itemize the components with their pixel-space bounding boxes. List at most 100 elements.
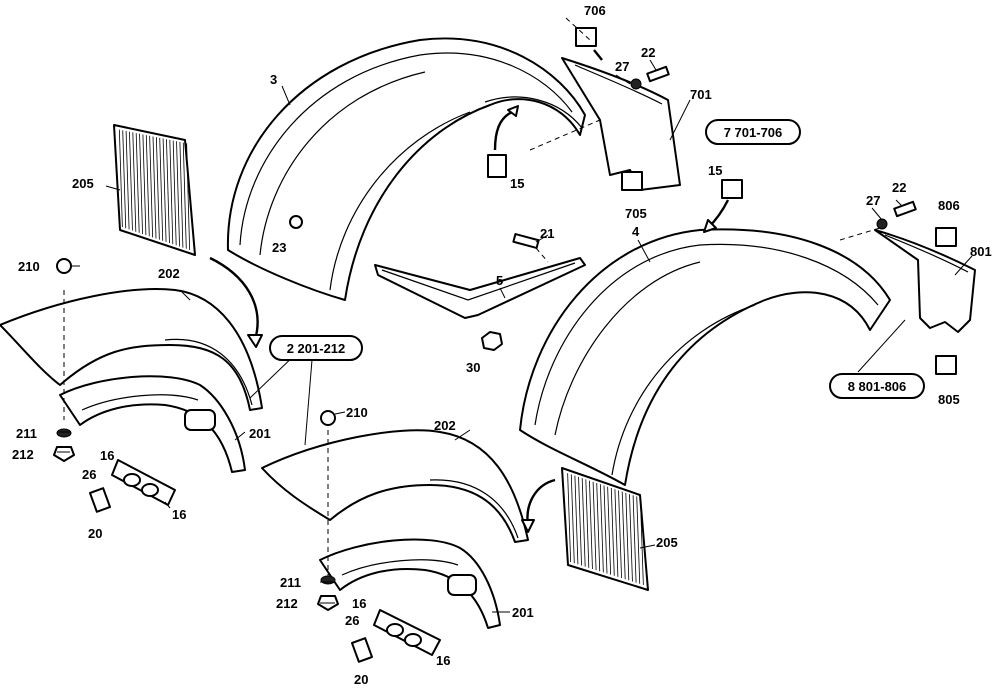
label-26: 26	[345, 613, 359, 628]
label-5: 5	[496, 273, 503, 288]
mudflap-rib	[179, 141, 184, 248]
label-23: 23	[272, 240, 286, 255]
assembly-arrow	[593, 49, 603, 61]
label-27: 27	[866, 193, 880, 208]
label-701: 701	[690, 87, 712, 102]
label-805: 805	[938, 392, 960, 407]
mudflap-rib	[585, 479, 590, 568]
assembly-arrowhead	[703, 219, 717, 233]
bracket-201-left	[59, 375, 246, 473]
mudflap-rib	[592, 481, 597, 571]
assembly-arrowhead	[521, 519, 535, 533]
mudflap-rib	[603, 485, 608, 574]
mudflap-rib	[162, 138, 167, 242]
label-210: 210	[18, 259, 40, 274]
assembly-arrowhead	[247, 334, 263, 348]
bolt-22a	[646, 65, 670, 83]
mudflap-rib	[596, 483, 601, 572]
fender-3	[226, 37, 586, 301]
mudflap-rib	[135, 133, 140, 233]
mudflap-rib	[149, 135, 154, 238]
label-20: 20	[354, 672, 368, 687]
label-22: 22	[892, 180, 906, 195]
bolt-20a	[89, 487, 111, 513]
part-labels: 706 22 27 701 3 15 705 205 23 21 15 27 2…	[12, 3, 992, 687]
group-box-2: 2 201-212	[269, 335, 363, 361]
mudflap-rib	[142, 134, 147, 236]
bolt-21	[512, 233, 540, 249]
mudflap-rib	[614, 489, 619, 577]
mudflap-rib	[625, 492, 630, 581]
mudflap-rib	[159, 137, 164, 241]
label-16: 16	[436, 653, 450, 668]
mudflap-rib	[118, 129, 123, 228]
group-label-8: 8 801-806	[848, 379, 907, 394]
label-202: 202	[434, 418, 456, 433]
mudflap-rib	[182, 142, 187, 249]
group-label-7: 7 701-706	[724, 125, 783, 140]
clip-805	[935, 355, 957, 375]
nut-212a	[53, 446, 75, 462]
label-210: 210	[346, 405, 368, 420]
mudflap-rib	[607, 486, 612, 575]
mudflap-rib	[172, 140, 177, 246]
label-22: 22	[641, 45, 655, 60]
clip-806	[935, 227, 957, 247]
bracket-201-center	[319, 538, 501, 629]
group-box-8: 8 801-806	[829, 373, 925, 399]
bolt-210a	[56, 258, 72, 274]
mudflap-rib	[122, 130, 127, 229]
bracket-5	[374, 257, 586, 319]
mudflap-rib	[567, 473, 572, 563]
washer-211b	[320, 575, 336, 585]
mudflap-rib	[176, 141, 180, 247]
bolt-22b	[893, 200, 917, 218]
group-box-7: 7 701-706	[705, 119, 801, 145]
label-21: 21	[540, 226, 554, 241]
label-205: 205	[656, 535, 678, 550]
assembly-arrow	[209, 256, 259, 341]
mudflap-rib	[570, 474, 575, 564]
bolt-20b	[351, 637, 373, 663]
label-30: 30	[466, 360, 480, 375]
mudflap-rib	[636, 496, 641, 584]
mudflap-rib	[145, 135, 150, 237]
mudflap-rib	[152, 136, 157, 239]
fender-202-left	[0, 288, 263, 411]
mudflap-rib	[632, 495, 637, 583]
label-16: 16	[172, 507, 186, 522]
clamp-16-center	[373, 609, 441, 656]
mudflap-205-right	[561, 467, 649, 591]
label-3: 3	[270, 72, 277, 87]
mudflap-rib	[599, 484, 604, 573]
label-705: 705	[625, 206, 647, 221]
mudflap-rib	[629, 494, 633, 582]
mudflap-rib	[618, 490, 622, 579]
label-202: 202	[158, 266, 180, 281]
group-label-2: 2 201-212	[287, 341, 346, 356]
clip-15a	[487, 154, 507, 178]
label-16: 16	[352, 596, 366, 611]
label-15: 15	[510, 176, 524, 191]
mudflap-rib	[610, 487, 615, 576]
label-801: 801	[970, 244, 992, 259]
label-211: 211	[280, 575, 301, 590]
label-212: 212	[12, 447, 34, 462]
washer-27b	[876, 218, 888, 230]
fender-202-center	[261, 429, 529, 543]
washer-211a	[56, 428, 72, 438]
label-212: 212	[276, 596, 298, 611]
mudflap-rib	[166, 139, 170, 244]
bolt-23	[289, 215, 303, 229]
mudflap-rib	[125, 131, 130, 230]
label-27: 27	[615, 59, 629, 74]
label-26: 26	[82, 467, 96, 482]
mudflap-rib	[186, 143, 191, 250]
label-20: 20	[88, 526, 102, 541]
nut-30	[481, 331, 503, 351]
mudflap-rib	[621, 491, 626, 580]
mudflap-rib	[639, 497, 644, 585]
mudflap-rib	[132, 132, 137, 232]
clamp-16-left	[111, 459, 176, 506]
